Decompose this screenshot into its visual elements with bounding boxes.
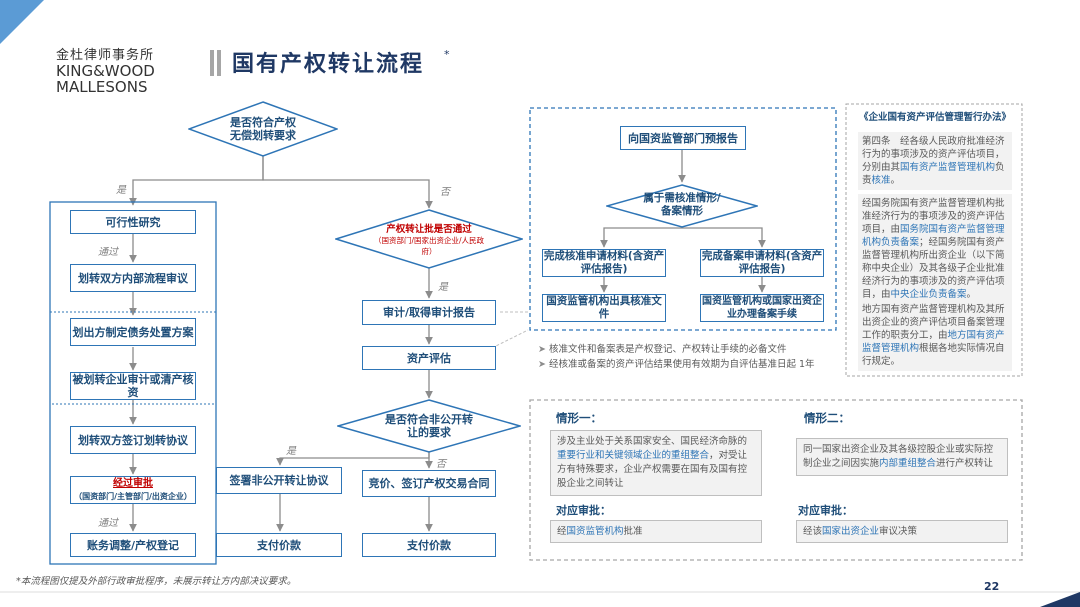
c2-a3: 审议决策 — [879, 526, 918, 537]
bid-box: 竞价、签订产权交易合同 — [362, 470, 496, 497]
case-2-approval: 经该国家出资企业审议决策 — [796, 520, 1008, 543]
case-1-approval-title: 对应审批： — [556, 504, 611, 517]
m-p2d: 中央企业负责备案 — [890, 289, 967, 300]
valuation-box: 资产评估 — [362, 346, 496, 370]
c2-a1: 经该 — [803, 526, 823, 537]
c2-t1: 同一国家出资企业及其各级控股企业或实际控制企业之间因实施 — [803, 444, 994, 469]
approval-sub: （国资部门/主管部门/出资企业） — [74, 492, 192, 501]
case-2-title: 情形二： — [804, 411, 850, 425]
title-mark: * — [444, 48, 450, 61]
corner-triangle — [0, 0, 44, 44]
page-title: 国有产权转让流程 — [232, 52, 425, 77]
label-yes-3: 是 — [286, 446, 296, 457]
label-pass-2: 通过 — [98, 518, 118, 529]
m-p1d: 核准 — [871, 175, 891, 186]
sign-box: 划转双方签订划转协议 — [70, 426, 196, 454]
c1-t3: ，对受让方有特殊要求，企业产权需要在国有及国有控股企业之间转让 — [557, 450, 748, 489]
note-2-text: 经核准或备案的资产评估结果使用有效期为自评估基准日起 1年 — [548, 359, 815, 370]
nonpublic-sign-box: 签署非公开转让协议 — [216, 467, 342, 494]
c2-a2: 国家出资企业 — [822, 526, 880, 537]
case-1-approval: 经国资监管机构批准 — [550, 520, 762, 543]
title-bar — [210, 50, 214, 76]
public-diamond — [337, 399, 521, 453]
m-p2b: 国务院国有资产监督管理机构负责备案 — [862, 224, 1005, 248]
case-2-body: 同一国家出资企业及其各级控股企业或实际控制企业之间因实施内部重组整合进行产权转让 — [796, 438, 1008, 476]
c2-t3: 进行产权转让 — [936, 458, 994, 469]
m-p1e: 。 — [890, 175, 901, 186]
title-bar-2 — [217, 50, 221, 76]
measures-title: 《企业国有资产评估管理暂行办法》 — [858, 112, 1011, 123]
approval-box: 经过审批 （国资部门/主管部门/出资企业） — [70, 476, 196, 504]
decision-red: 产权转让批是否通过 — [386, 224, 472, 235]
pay-box-1: 支付价款 — [216, 533, 342, 557]
registration-box: 账务调整/产权登记 — [70, 533, 196, 557]
logo-cn: 金杜律师事务所 — [56, 48, 155, 63]
public-question: 是否符合非公开转让的要求 — [385, 413, 473, 439]
label-pass-1: 通过 — [98, 247, 118, 258]
page-number: 22 — [984, 580, 1000, 593]
file-doc-box: 国资监管机构或国家出资企业办理备案手续 — [700, 294, 824, 322]
m-p3b: 地方国有资产监督管理机构 — [862, 330, 1005, 354]
approval-type-q: 属于需核准情形/备案情形 — [643, 192, 721, 217]
m-p3c: 根据各地实际情况自行规定。 — [862, 343, 1005, 367]
m-p1c: 负责 — [862, 162, 1005, 186]
file-submit-box: 完成备案申请材料(含资产评估报告) — [700, 249, 824, 277]
footnote: *本流程图仅提及外部行政审批程序，未展示转让方内部决议要求。 — [16, 576, 297, 587]
c1-a2: 国资监管机构 — [566, 526, 624, 537]
debt-plan-box: 划出方制定债务处置方案 — [70, 318, 196, 346]
measures-para-1: 第四条 经各级人民政府批准经济行为的事项涉及的资产评估项目，分别由其国有资产监督… — [858, 132, 1012, 190]
feasibility-box: 可行性研究 — [70, 210, 196, 234]
note-1: ➤ 核准文件和备案表是产权登记、产权转让手续的必备文件 — [538, 344, 787, 355]
label-no-2: 否 — [436, 459, 446, 470]
case-1-body: 涉及主业处于关系国家安全、国民经济命脉的重要行业和关键领域企业的重组整合，对受让… — [550, 430, 762, 496]
note-2: ➤ 经核准或备案的资产评估结果使用有效期为自评估基准日起 1年 — [538, 359, 815, 370]
report-box: 向国资监管部门预报告 — [620, 126, 746, 150]
approval-type-diamond — [606, 184, 758, 228]
logo: 金杜律师事务所 KING&WOOD MALLESONS — [56, 44, 166, 95]
internal-review-box: 划转双方内部流程审议 — [70, 264, 196, 292]
decision-diamond — [335, 209, 523, 269]
m-p3a: 地方国有资产监督管理机构及其所出资企业的资产评估项目备案管理工作的职责分工，由 — [862, 304, 1005, 341]
c1-t2: 重要行业和关键领域企业的重组整合 — [557, 450, 710, 461]
measures-para-3: 地方国有资产监督管理机构及其所出资企业的资产评估项目备案管理工作的职责分工，由地… — [858, 300, 1012, 371]
logo-en1: KING&WOOD — [56, 62, 155, 80]
start-diamond — [188, 101, 338, 157]
decision-sub: （国资部门/国家出资企业/人民政府） — [373, 236, 485, 256]
note-1-text: 核准文件和备案表是产权登记、产权转让手续的必备文件 — [548, 344, 787, 355]
c2-t2: 内部重组整合 — [879, 458, 937, 469]
label-no-1: 否 — [440, 187, 450, 198]
audit-box: 被划转企业审计或清产核资 — [70, 372, 196, 400]
label-yes-1: 是 — [116, 185, 126, 196]
approval-red: 经过审批 — [113, 478, 153, 489]
m-p2a: 经国务院国有资产监督管理机构批准经济行为的事项涉及的资产评估项目，由 — [862, 198, 1005, 235]
approve-submit-box: 完成核准申请材料(含资产评估报告) — [542, 249, 666, 277]
c1-a3: 批准 — [623, 526, 643, 537]
label-yes-2: 是 — [438, 282, 448, 293]
m-p1b: 国有资产监督管理机构 — [900, 162, 996, 173]
start-question: 是否符合产权无偿划转要求 — [230, 116, 296, 142]
case-1-title: 情形一： — [556, 411, 602, 425]
logo-en2: MALLESONS — [56, 78, 148, 96]
c1-a1: 经 — [557, 526, 567, 537]
c1-t1: 涉及主业处于关系国家安全、国民经济命脉的 — [557, 436, 748, 447]
decision-text: 产权转让批是否通过 （国资部门/国家出资企业/人民政府） — [369, 224, 489, 257]
pay-box-2: 支付价款 — [362, 533, 496, 557]
m-p2e: 。 — [966, 289, 977, 300]
measures-para-2: 经国务院国有资产监督管理机构批准经济行为的事项涉及的资产评估项目，由国务院国有资… — [858, 194, 1012, 304]
case-2-approval-title: 对应审批： — [798, 504, 853, 517]
approve-doc-box: 国资监管机构出具核准文件 — [542, 294, 666, 322]
m-p2c: ；经国务院国有资产监督管理机构所出资企业（以下简称中央企业）及其各级子企业批准经… — [862, 237, 1005, 300]
audit-report-box: 审计/取得审计报告 — [362, 300, 496, 325]
m-p1a: 第四条 经各级人民政府批准经济行为的事项涉及的资产评估项目，分别由其 — [862, 136, 1005, 173]
